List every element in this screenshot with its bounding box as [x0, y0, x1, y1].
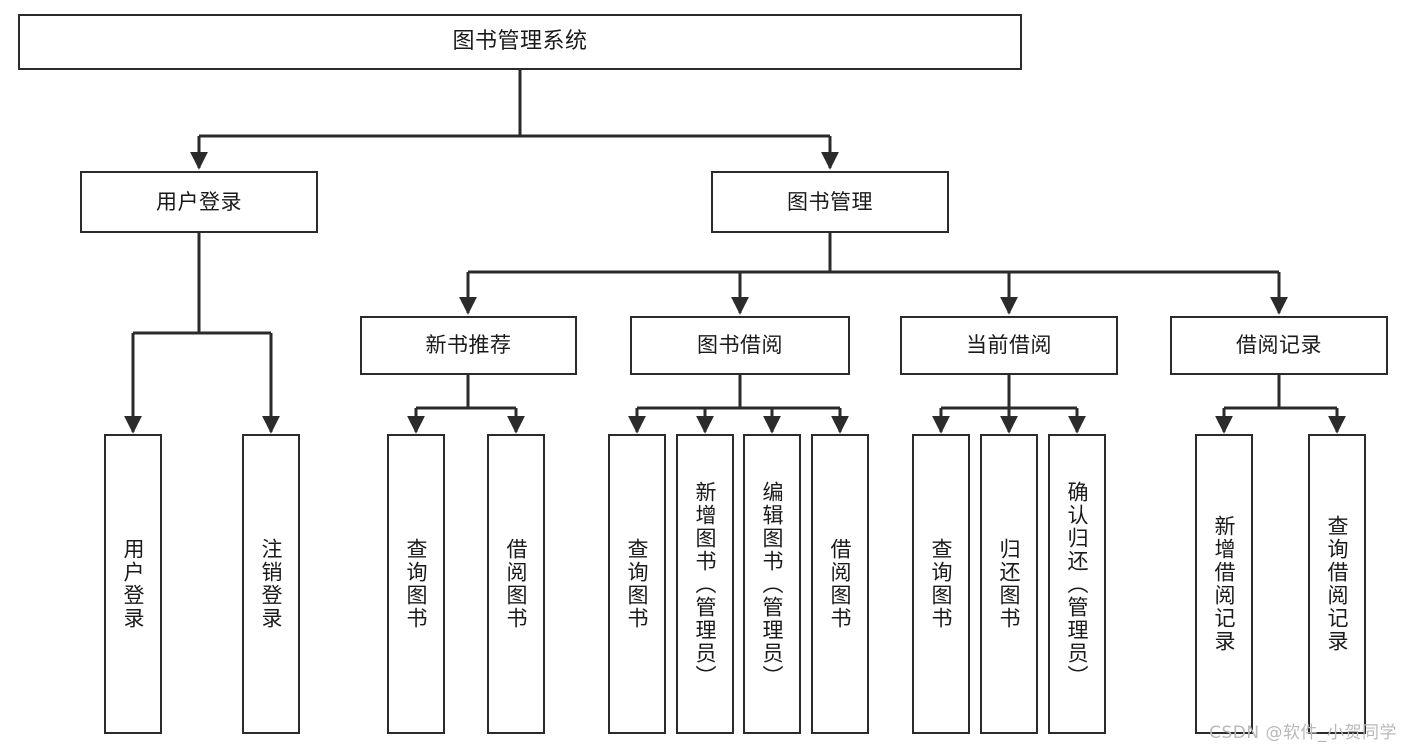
node-label: 借阅图书 — [828, 538, 853, 630]
node-label: 图书管理 — [787, 189, 873, 214]
leaf-borrow-record-add[interactable]: 新增借阅记录 — [1195, 434, 1253, 734]
leaf-book-borrow-query[interactable]: 查询图书 — [608, 434, 666, 734]
node-label: 查询借阅记录 — [1325, 515, 1350, 653]
node-label: 编辑图书（管理员） — [760, 480, 785, 688]
leaf-current-borrow-query[interactable]: 查询图书 — [912, 434, 970, 734]
node-label: 查询图书 — [625, 538, 650, 630]
leaf-current-borrow-return[interactable]: 归还图书 — [980, 434, 1038, 734]
node-label: 查询图书 — [404, 538, 429, 630]
node-label: 图书管理系统 — [452, 29, 588, 55]
node-label: 新增图书（管理员） — [693, 480, 718, 688]
node-label: 注销登录 — [259, 538, 284, 630]
node-root-library-system[interactable]: 图书管理系统 — [18, 14, 1022, 70]
node-label: 用户登录 — [156, 189, 242, 214]
node-book-borrow[interactable]: 图书借阅 — [630, 316, 850, 375]
node-label: 借阅记录 — [1236, 333, 1322, 358]
leaf-new-book-borrow[interactable]: 借阅图书 — [487, 434, 545, 734]
node-label: 归还图书 — [997, 538, 1022, 630]
node-book-management[interactable]: 图书管理 — [711, 171, 949, 233]
leaf-borrow-record-query[interactable]: 查询借阅记录 — [1308, 434, 1366, 734]
node-borrow-record[interactable]: 借阅记录 — [1170, 316, 1388, 375]
leaf-book-borrow-edit[interactable]: 编辑图书（管理员） — [743, 434, 801, 734]
node-label: 新书推荐 — [425, 333, 512, 358]
node-label: 查询图书 — [929, 538, 954, 630]
watermark: CSDN @软件_小贺同学 — [1209, 723, 1397, 743]
leaf-book-borrow-borrow[interactable]: 借阅图书 — [811, 434, 869, 734]
node-current-borrow[interactable]: 当前借阅 — [900, 316, 1118, 375]
node-label: 确认归还（管理员） — [1065, 480, 1090, 688]
node-user-login[interactable]: 用户登录 — [80, 171, 318, 233]
leaf-new-book-query[interactable]: 查询图书 — [387, 434, 445, 734]
node-label: 用户登录 — [121, 538, 146, 630]
leaf-user-login-login[interactable]: 用户登录 — [104, 434, 162, 734]
leaf-current-borrow-confirm-return[interactable]: 确认归还（管理员） — [1048, 434, 1106, 734]
node-label: 新增借阅记录 — [1212, 515, 1237, 653]
leaf-user-login-logout[interactable]: 注销登录 — [242, 434, 300, 734]
leaf-book-borrow-add[interactable]: 新增图书（管理员） — [676, 434, 734, 734]
node-label: 借阅图书 — [504, 538, 529, 630]
node-label: 当前借阅 — [966, 333, 1052, 358]
node-new-book-recommend[interactable]: 新书推荐 — [360, 316, 577, 375]
node-label: 图书借阅 — [697, 333, 783, 358]
